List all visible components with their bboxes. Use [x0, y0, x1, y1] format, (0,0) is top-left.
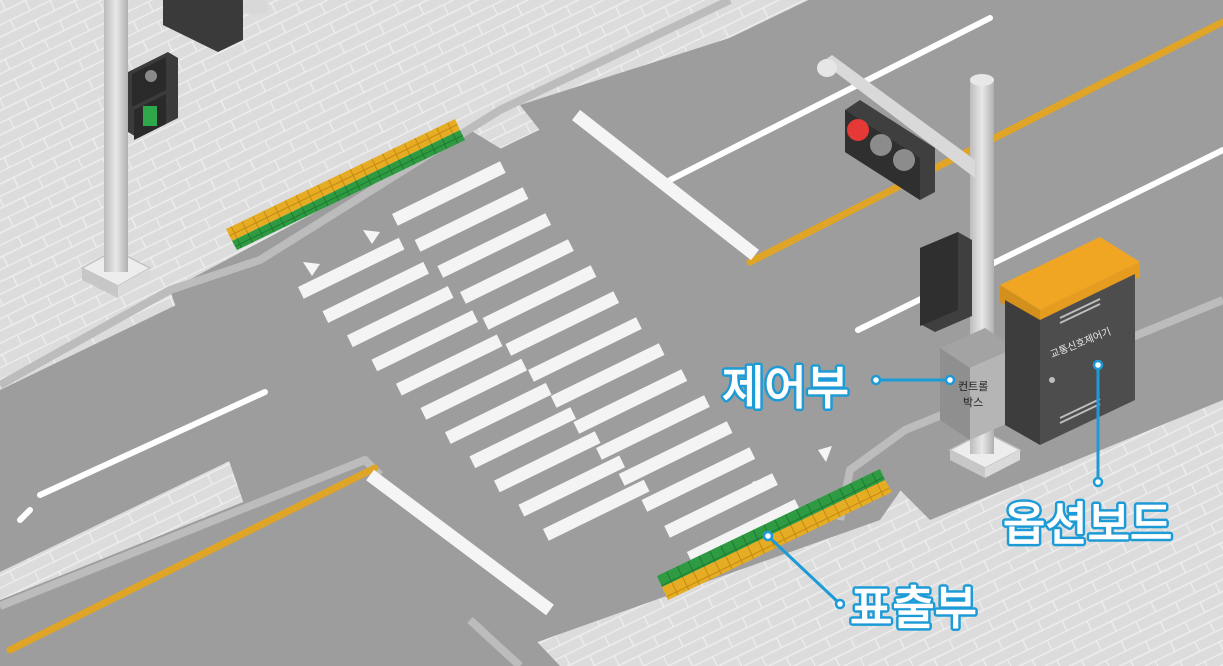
crosswalk-stripe: [550, 343, 665, 408]
crosswalk-stripe: [686, 499, 801, 564]
crosswalk-stripe: [482, 265, 597, 330]
callout-display-unit: 표출부: [762, 530, 979, 638]
crosswalk-stripe: [420, 358, 527, 420]
crosswalk-stripe: [322, 261, 429, 323]
control-box-label: 컨트롤: [958, 380, 988, 393]
pedestrian-signal-icon: [128, 52, 178, 140]
crosswalk-stripe: [371, 310, 478, 372]
arrow-icon: [303, 230, 832, 494]
vehicle-signal-icon: [845, 100, 972, 332]
control-unit-label: 제어부: [722, 361, 849, 415]
crosswalk-stripe: [505, 291, 620, 356]
callout-control-unit: 제어부: [720, 359, 956, 418]
crosswalk-stripe: [641, 447, 756, 512]
control-box: 컨트롤 박스: [940, 328, 1015, 440]
display-unit-label: 표출부: [850, 581, 977, 635]
stop-line: [366, 109, 760, 616]
crosswalk-stripe: [396, 334, 503, 396]
pedestrian-signal-pole: [80, 0, 269, 298]
crosswalk-stripe: [445, 382, 552, 444]
crosswalk: [298, 161, 801, 564]
crosswalk-stripe: [518, 455, 625, 517]
tactile-paving-top: [226, 119, 465, 250]
traffic-controller-cabinet: 교통신호제어기: [1000, 237, 1140, 445]
crosswalk-stripe: [469, 407, 576, 469]
crosswalk-stripe: [596, 395, 710, 460]
crosswalk-stripe: [347, 286, 454, 348]
callout-option-board: 옵션보드: [1001, 359, 1175, 554]
crosswalk-stripe: [618, 421, 733, 486]
crosswalk-stripe: [460, 239, 574, 304]
option-board-label: 옵션보드: [1003, 497, 1172, 551]
crosswalk-stripe: [494, 431, 601, 493]
lane-markings: [17, 15, 1223, 523]
crosswalk-stripe: [573, 369, 688, 434]
crosswalk-stripe: [392, 161, 506, 226]
crosswalk-stripe: [298, 237, 405, 299]
crosswalk-stripe: [437, 213, 552, 278]
control-box-label: 박스: [963, 396, 983, 409]
crosswalk-stripe: [664, 473, 778, 538]
crosswalk-stripe: [543, 479, 650, 541]
crosswalk-stripe: [528, 317, 642, 382]
tactile-paving-bottom: [657, 469, 892, 600]
crosswalk-stripe: [414, 187, 529, 252]
